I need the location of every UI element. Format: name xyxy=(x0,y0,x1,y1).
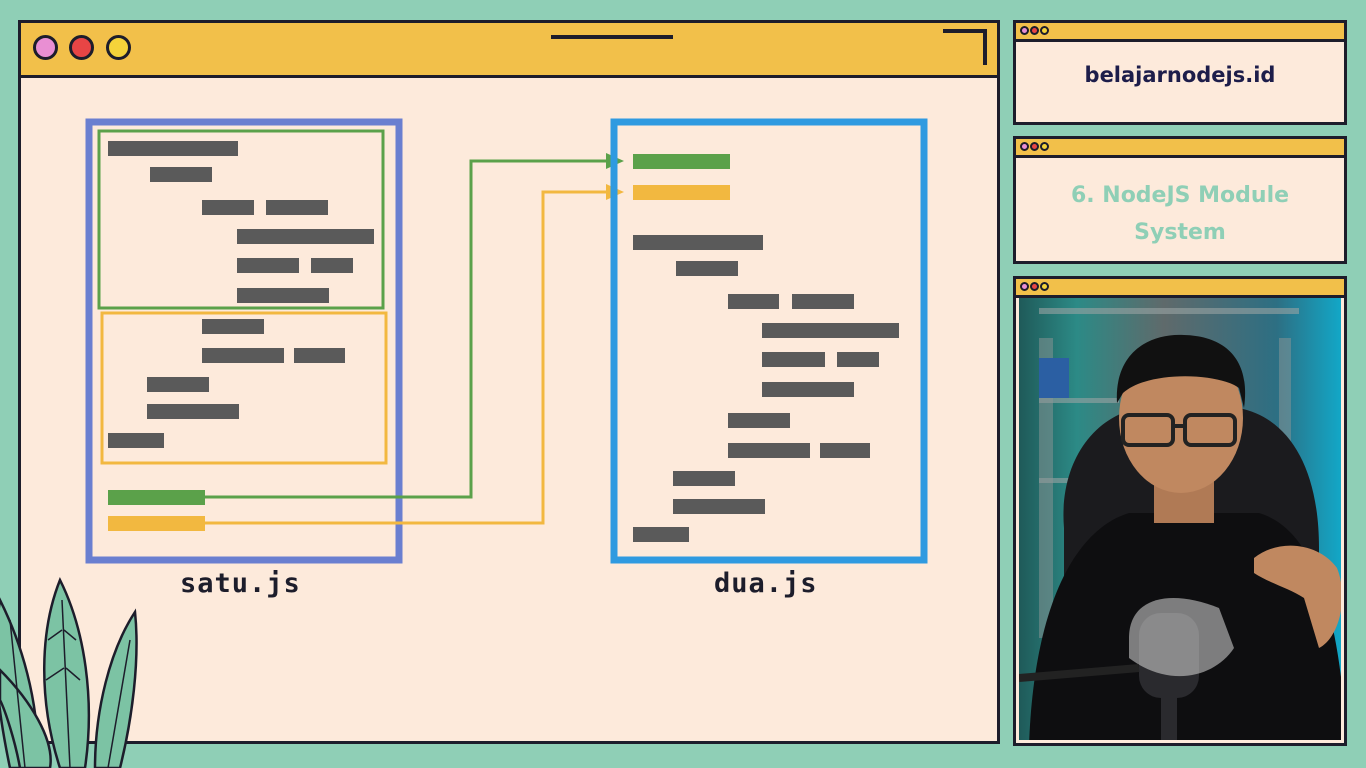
panel-dot xyxy=(1030,26,1039,35)
panel-dot xyxy=(1030,282,1039,291)
satu-file-box xyxy=(85,118,403,564)
panel-dot xyxy=(1040,282,1049,291)
site-panel: belajarnodejs.id xyxy=(1013,20,1347,125)
titlebar-corner xyxy=(943,29,987,65)
dua-import-yellow xyxy=(633,185,730,200)
module-diagram xyxy=(0,118,928,768)
window-titlebar xyxy=(21,23,997,78)
window-dot-pink xyxy=(33,35,58,60)
webcam-panel xyxy=(1013,276,1347,746)
satu-yellow-section xyxy=(100,311,388,465)
window-dot-yellow xyxy=(106,35,131,60)
panel-dot xyxy=(1020,282,1029,291)
presenter-figure xyxy=(1019,308,1341,740)
lesson-panel: 6. NodeJS Module System xyxy=(1013,136,1347,264)
titlebar-line xyxy=(551,35,673,39)
dua-file-box xyxy=(610,118,928,564)
lesson-title: 6. NodeJS Module System xyxy=(1070,183,1290,245)
dua-file-label: dua.js xyxy=(714,568,818,599)
satu-green-section xyxy=(97,129,385,310)
dua-import-green xyxy=(633,154,730,169)
satu-file-label: satu.js xyxy=(180,568,301,599)
panel-dot xyxy=(1040,142,1049,151)
panel-dot xyxy=(1030,142,1039,151)
panel-titlebar xyxy=(1016,279,1344,298)
panel-dot xyxy=(1020,142,1029,151)
satu-code-lines xyxy=(108,141,374,448)
green-require-arrow xyxy=(205,159,612,499)
satu-export-green xyxy=(108,490,205,505)
panel-titlebar xyxy=(1016,139,1344,158)
panel-titlebar xyxy=(1016,23,1344,42)
site-title: belajarnodejs.id xyxy=(1084,63,1276,87)
yellow-require-arrow xyxy=(205,190,612,525)
window-dot-red xyxy=(69,35,94,60)
panel-dot xyxy=(1020,26,1029,35)
plant-decoration xyxy=(0,576,138,768)
panel-dot xyxy=(1040,26,1049,35)
satu-export-yellow xyxy=(108,516,205,531)
presenter-webcam xyxy=(1019,298,1341,740)
dua-code-lines xyxy=(633,235,899,542)
